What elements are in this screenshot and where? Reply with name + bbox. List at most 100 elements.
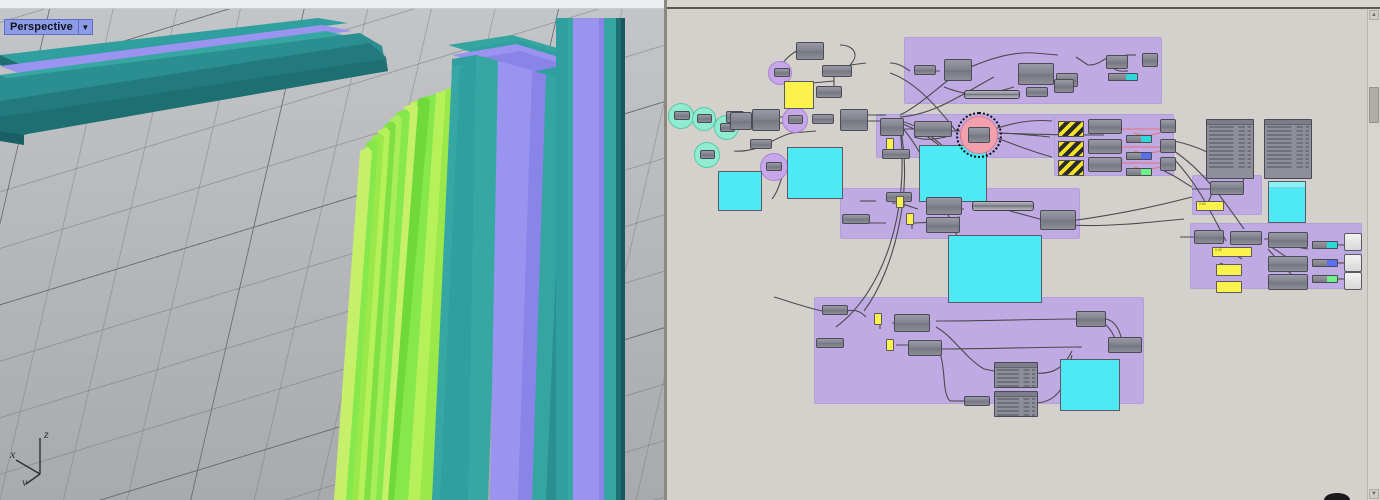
slider-knob[interactable] [1141, 153, 1151, 159]
top-group-node-7[interactable] [1026, 87, 1048, 97]
out-group-node-4[interactable] [1268, 256, 1308, 272]
middle-node-5[interactable] [1040, 210, 1076, 230]
data-panel-bottom-2[interactable] [994, 391, 1038, 417]
gradient-slider-green[interactable] [1126, 168, 1152, 176]
input-node-hub-b[interactable] [840, 109, 868, 131]
panel-cyan-2[interactable] [787, 147, 843, 199]
bottom-node-6[interactable] [1108, 337, 1142, 353]
slider-yellow-6[interactable] [1216, 264, 1242, 276]
data-panel-left[interactable] [1206, 119, 1254, 179]
chevron-down-icon[interactable]: ▼ [81, 22, 90, 32]
warning-node-3[interactable] [1058, 160, 1084, 176]
right-small-node[interactable] [1210, 181, 1244, 195]
panel-cyan-4[interactable] [948, 235, 1042, 303]
panel-cyan-1[interactable] [718, 171, 762, 211]
perspective-viewport[interactable]: Perspective ▼ z x y [0, 0, 664, 500]
scrollbar-thumb[interactable] [1369, 87, 1379, 123]
selected-component[interactable] [968, 127, 990, 143]
bottom-node-1[interactable] [822, 305, 848, 315]
gradient-slider-cyan-2[interactable] [1312, 241, 1338, 249]
input-node-6[interactable] [788, 115, 803, 124]
gradient-slider-blue[interactable] [1126, 152, 1152, 160]
bottom-node-7[interactable] [964, 396, 990, 406]
axis-label-x: x [9, 447, 16, 461]
hazard-group-node-1[interactable] [1088, 119, 1122, 134]
warning-node-2[interactable] [1058, 141, 1084, 157]
scroll-up-arrow-icon[interactable]: ▲ [1369, 10, 1379, 20]
slider-yellow-7[interactable] [1216, 281, 1242, 293]
top-group-node-5[interactable] [1106, 55, 1128, 69]
input-node-1[interactable] [674, 111, 690, 120]
hazard-group-node-2[interactable] [1088, 139, 1122, 154]
out-group-node-1[interactable] [1194, 230, 1224, 244]
top-group-node-1[interactable] [914, 65, 936, 75]
input-node-2[interactable] [697, 114, 712, 123]
bottom-node-2[interactable] [894, 314, 930, 332]
output-node-1[interactable] [1344, 233, 1362, 251]
middle-capsule[interactable] [972, 201, 1034, 211]
canvas-content[interactable]: 0.00 0.00 [664, 11, 1380, 500]
input-node-5[interactable] [752, 109, 780, 131]
gradient-slider-green-2[interactable] [1312, 275, 1338, 283]
hazard-out-1[interactable] [1160, 119, 1176, 133]
input-node-10[interactable] [766, 162, 782, 171]
data-panel-right[interactable] [1264, 119, 1312, 179]
output-node-2[interactable] [1344, 254, 1362, 272]
panel-cyan-5[interactable] [1060, 359, 1120, 411]
bottom-node-5[interactable] [1076, 311, 1106, 327]
out-group-node-3[interactable] [1268, 232, 1308, 248]
slider-yellow-3[interactable] [906, 213, 914, 225]
warning-node-1[interactable] [1058, 121, 1084, 137]
slider-knob[interactable] [1327, 276, 1337, 282]
top-node-4[interactable] [816, 86, 842, 98]
middle-node-3[interactable] [842, 214, 870, 224]
cursor-blob [1324, 493, 1350, 500]
gradient-slider-cyan-top[interactable] [1108, 73, 1138, 81]
bottom-node-3[interactable] [816, 338, 844, 348]
input-node-9[interactable] [700, 150, 715, 159]
slider-knob[interactable] [1125, 74, 1137, 80]
slider-yellow-2[interactable] [896, 196, 904, 208]
out-group-node-5[interactable] [1268, 274, 1308, 290]
top-node-3[interactable] [774, 68, 790, 77]
cluster-node-1[interactable] [880, 118, 904, 136]
viewport-canvas[interactable]: Perspective ▼ z x y [0, 9, 664, 500]
slider-yellow-4[interactable]: 0.00 [1196, 201, 1224, 211]
hazard-out-3[interactable] [1160, 157, 1176, 171]
top-group-capsule[interactable] [964, 90, 1020, 99]
data-panel-bottom-1[interactable] [994, 362, 1038, 388]
top-group-node-3[interactable] [1018, 63, 1054, 85]
slider-knob[interactable] [1141, 169, 1151, 175]
slider-knob[interactable] [1141, 136, 1151, 142]
gradient-slider-blue-2[interactable] [1312, 259, 1338, 267]
slider-knob[interactable] [1327, 260, 1337, 266]
scroll-down-arrow-icon[interactable]: ▼ [1369, 489, 1379, 499]
out-group-node-2[interactable] [1230, 231, 1262, 245]
canvas-scrollbar[interactable]: ▲ ▼ [1367, 9, 1380, 500]
top-group-node-2[interactable] [944, 59, 972, 81]
panel-cyan-6[interactable] [1268, 181, 1306, 223]
slider-yellow-5[interactable]: 0.00 [1212, 247, 1252, 257]
hazard-out-2[interactable] [1160, 139, 1176, 153]
top-node-1[interactable] [796, 42, 824, 60]
cluster-node-3[interactable] [882, 149, 910, 159]
slider-knob[interactable] [1327, 242, 1337, 248]
input-node-8[interactable] [750, 139, 772, 149]
hazard-group-node-3[interactable] [1088, 157, 1122, 172]
input-node-7[interactable] [812, 114, 834, 124]
viewport-label[interactable]: Perspective ▼ [4, 19, 93, 35]
top-node-2[interactable] [822, 65, 852, 77]
cluster-node-2[interactable] [914, 121, 952, 137]
gradient-slider-cyan[interactable] [1126, 135, 1152, 143]
slider-yellow-9[interactable] [886, 339, 894, 351]
grasshopper-canvas[interactable]: 0.00 0.00 [664, 0, 1380, 500]
output-node-3[interactable] [1344, 272, 1362, 290]
top-group-node-8[interactable] [1054, 79, 1074, 93]
top-group-node-6[interactable] [1142, 53, 1158, 67]
middle-node-2[interactable] [926, 197, 962, 215]
slider-yellow-8[interactable] [874, 313, 882, 325]
bottom-node-4[interactable] [908, 340, 942, 356]
middle-node-4[interactable] [926, 217, 960, 233]
yellow-panel-main[interactable] [784, 81, 814, 109]
input-node-hub-a[interactable] [730, 112, 752, 130]
